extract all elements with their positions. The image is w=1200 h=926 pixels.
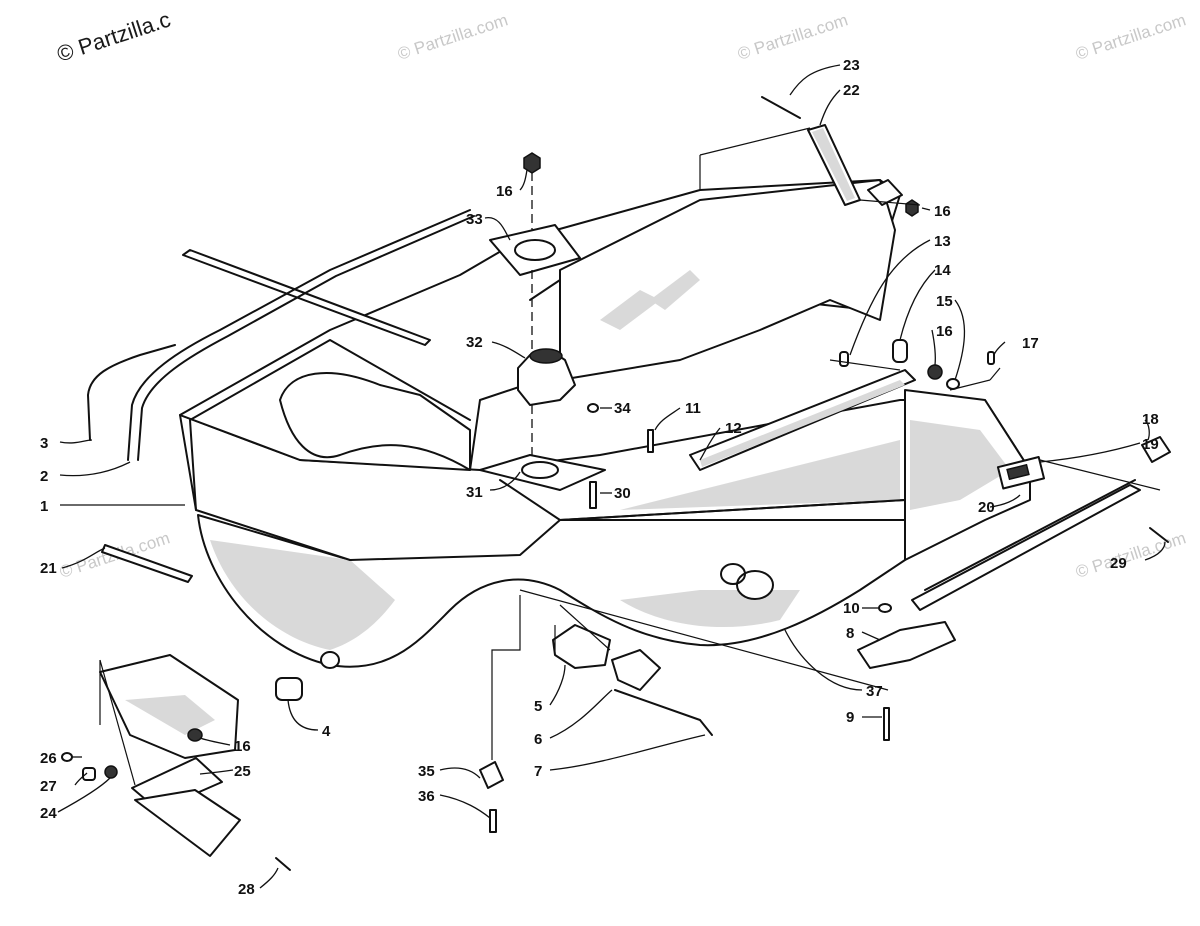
- callout-6: 6: [534, 731, 542, 748]
- callout-12: 12: [725, 420, 742, 437]
- part-30-bolt: [589, 481, 597, 509]
- callout-14: 14: [934, 262, 951, 279]
- callout-25: 25: [234, 763, 251, 780]
- part-16-nut-right: [927, 364, 943, 380]
- belly-pan-chassis: [179, 179, 1031, 668]
- callout-22: 22: [843, 82, 860, 99]
- callout-27: 27: [40, 778, 57, 795]
- callout-28: 28: [238, 881, 255, 898]
- part-25-plate: [104, 765, 118, 779]
- callout-16: 16: [234, 738, 251, 755]
- part-6-bezel: [611, 649, 661, 691]
- part-16-nut-top: [523, 152, 541, 174]
- part-17-bolt: [987, 351, 995, 365]
- callout-9: 9: [846, 709, 854, 726]
- callout-20: 20: [978, 499, 995, 516]
- callout-21: 21: [40, 560, 57, 577]
- part-14-sleeve: [892, 339, 908, 363]
- part-7-cable: [614, 689, 713, 736]
- part-36-bolt: [489, 809, 497, 833]
- callout-16: 16: [936, 323, 953, 340]
- watermark: © Partzilla.com: [1073, 528, 1188, 581]
- part-34-bolt: [587, 403, 599, 413]
- callout-16: 16: [934, 203, 951, 220]
- callout-23: 23: [843, 57, 860, 74]
- part-16-nut-lower-left: [187, 728, 203, 742]
- callout-32: 32: [466, 334, 483, 351]
- watermark-main: © Partzilla.c: [54, 7, 174, 67]
- callout-26: 26: [40, 750, 57, 767]
- callout-10: 10: [843, 600, 860, 617]
- leader-lines: [57, 64, 1166, 889]
- part-27-spacer: [82, 767, 96, 781]
- part-19-rail: [911, 479, 1141, 611]
- part-3-rail: [87, 344, 176, 441]
- callout-37: 37: [866, 683, 883, 700]
- callout-29: 29: [1110, 555, 1127, 572]
- part-26-bolt: [61, 752, 73, 762]
- callout-35: 35: [418, 763, 435, 780]
- callout-8: 8: [846, 625, 854, 642]
- callout-34: 34: [614, 400, 631, 417]
- part-4-grommet: [275, 651, 340, 731]
- part-32-boot: [517, 348, 576, 406]
- callout-1: 1: [40, 498, 48, 515]
- part-13-pin: [839, 351, 849, 367]
- callout-33: 33: [466, 211, 483, 228]
- watermark: © Partzilla.com: [735, 10, 850, 63]
- part-18-clip: [1141, 436, 1171, 463]
- part-9-bolt: [883, 707, 890, 741]
- callout-18: 18: [1142, 411, 1159, 428]
- part-23-bolt: [761, 96, 801, 119]
- part-28-bolt: [275, 857, 291, 871]
- part-20-latch: [996, 456, 1046, 490]
- part-31-plate: [479, 454, 606, 491]
- watermark: © Partzilla.com: [1073, 10, 1188, 63]
- part-5-housing: [552, 624, 611, 669]
- part-1-trim: [182, 249, 431, 346]
- part-15-washer: [946, 378, 960, 390]
- watermark: © Partzilla.com: [395, 10, 510, 63]
- part-2-rail: [127, 209, 475, 461]
- callout-15: 15: [936, 293, 953, 310]
- callout-36: 36: [418, 788, 435, 805]
- callout-31: 31: [466, 484, 483, 501]
- callout-2: 2: [40, 468, 48, 485]
- part-33-plate: [489, 224, 581, 276]
- part-24-bracket-assembly: [99, 654, 241, 857]
- callout-13: 13: [934, 233, 951, 250]
- callout-16: 16: [496, 183, 513, 200]
- callout-4: 4: [322, 723, 331, 740]
- assembly-centerlines: [99, 127, 1161, 786]
- callout-labels: 23 22 16 16 33 32 13 14 15 16 17 34 11 1…: [40, 57, 1159, 898]
- callout-30: 30: [614, 485, 631, 502]
- part-12-panel: [689, 369, 916, 471]
- callout-17: 17: [1022, 335, 1039, 352]
- callout-19: 19: [1142, 436, 1159, 453]
- part-35-bracket: [479, 761, 504, 789]
- part-21-rod: [101, 544, 193, 583]
- callout-5: 5: [534, 698, 542, 715]
- callout-11: 11: [685, 400, 701, 417]
- callout-7: 7: [534, 763, 542, 780]
- callout-3: 3: [40, 435, 48, 452]
- part-8-hinge: [857, 621, 956, 669]
- part-29-bolt: [1149, 527, 1169, 543]
- callout-24: 24: [40, 805, 57, 822]
- part-10-washer: [878, 603, 892, 613]
- part-11-rivet: [647, 429, 654, 453]
